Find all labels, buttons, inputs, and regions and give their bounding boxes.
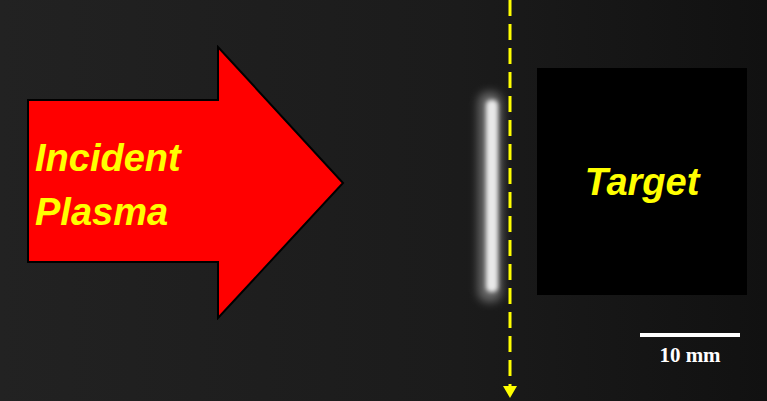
target-block: Target <box>537 68 747 295</box>
node-label: Target <box>585 155 700 209</box>
plasma-glow <box>478 92 502 302</box>
node-label: Incident Plasma <box>35 131 215 239</box>
scale-label: 10 mm <box>659 343 720 368</box>
dashed-line-arrowhead <box>503 386 517 398</box>
arrow-shape <box>27 45 345 320</box>
incident-plasma-arrow: Incident Plasma <box>27 45 345 320</box>
dashed-line <box>509 0 512 386</box>
scale-bar <box>640 333 740 337</box>
